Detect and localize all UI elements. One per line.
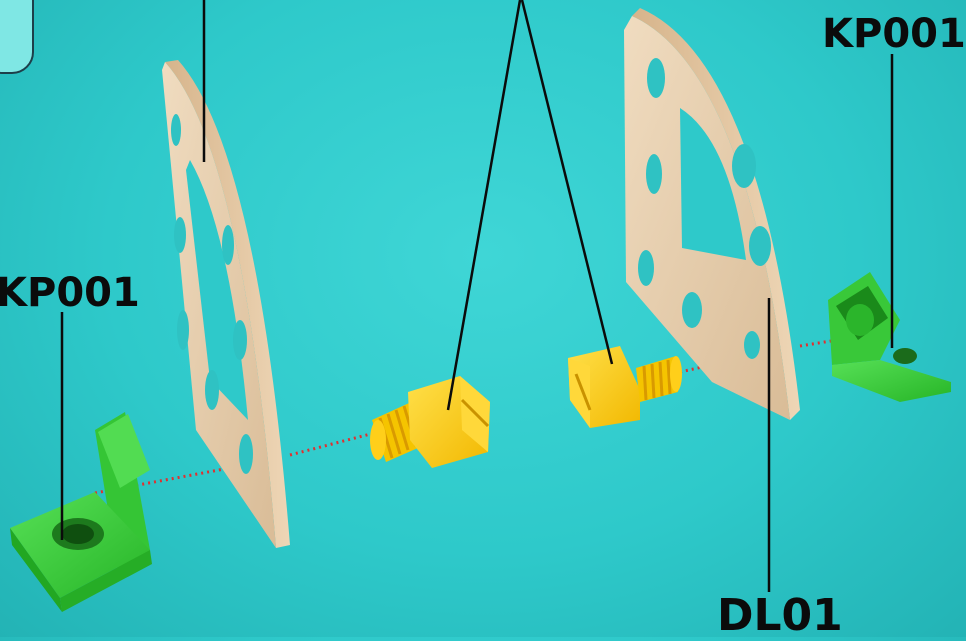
corner-panel [0, 0, 34, 74]
screw-left [370, 376, 490, 468]
wooden-plate-left [162, 60, 290, 548]
leader-lines [60, 0, 894, 592]
label-dl01: DL01 [717, 590, 843, 641]
leader-line-right-screw [520, 0, 614, 365]
wooden-plate-right [624, 8, 800, 420]
label-kp001-right: KP001 [822, 11, 966, 57]
leader-line-left-screw [446, 0, 522, 411]
kp001-bracket-left [10, 412, 152, 612]
label-kp001-left: KP001 [0, 270, 140, 316]
screw-right [568, 346, 682, 428]
assembly-illustration [10, 0, 951, 612]
kp001-bracket-right [828, 272, 951, 402]
assembly-axis [94, 333, 869, 495]
